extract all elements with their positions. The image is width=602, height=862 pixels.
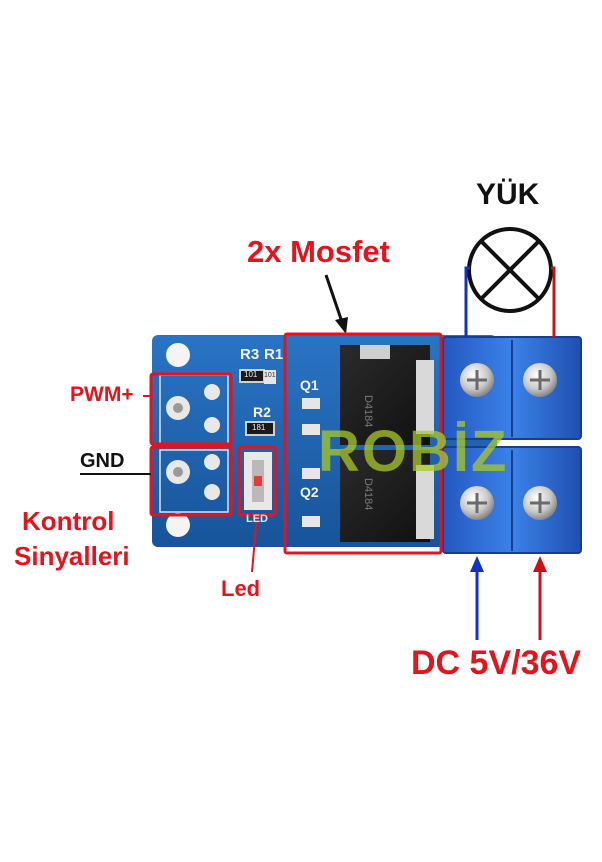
screw-terminal-bottom (442, 446, 582, 554)
screw-terminal-top (442, 336, 582, 440)
load-wire-red (551, 266, 556, 337)
silk-led: LED (246, 513, 268, 525)
silk-r1: R1 (264, 346, 284, 363)
silk-res2: 181 (252, 423, 266, 432)
load-wire-blue (464, 266, 470, 337)
silk-q1: Q1 (300, 377, 319, 393)
load-label: YÜK (476, 178, 540, 211)
resistor-r2 (245, 421, 275, 436)
header-pad (204, 417, 220, 433)
gnd-label: GND (80, 450, 125, 472)
mounting-hole (166, 513, 190, 537)
dc-voltage-label: DC 5V/36V (411, 644, 582, 682)
led-connector (251, 514, 258, 573)
silk-res1: 101 (244, 370, 258, 379)
led-label: Led (221, 576, 261, 601)
load-lamp-symbol (467, 227, 553, 313)
silk-r3: R3 (240, 346, 260, 363)
gnd-highlight-box (149, 445, 233, 517)
watermark-logo: ROBİZ (318, 419, 509, 484)
mosfet-arrow (324, 274, 344, 323)
header-pad (204, 384, 220, 400)
mounting-hole (166, 343, 190, 367)
silk-res3: 101 (264, 372, 276, 379)
header-pad (204, 454, 220, 470)
resistor-r1 (264, 370, 276, 384)
header-pad (204, 484, 220, 500)
control-label-line1: Kontrol (22, 506, 115, 536)
pwm-highlight-box (149, 372, 233, 446)
mosfet-highlight-box (283, 332, 443, 555)
silk-r2: R2 (253, 404, 271, 420)
mosfet-label: 2x Mosfet (247, 234, 390, 269)
control-label-line2: Sinyalleri (14, 541, 130, 571)
pwm-label: PWM+ (70, 383, 134, 406)
mosfet-q2 (302, 450, 434, 542)
silk-q2: Q2 (300, 484, 319, 500)
mosfet-q1 (302, 345, 434, 445)
